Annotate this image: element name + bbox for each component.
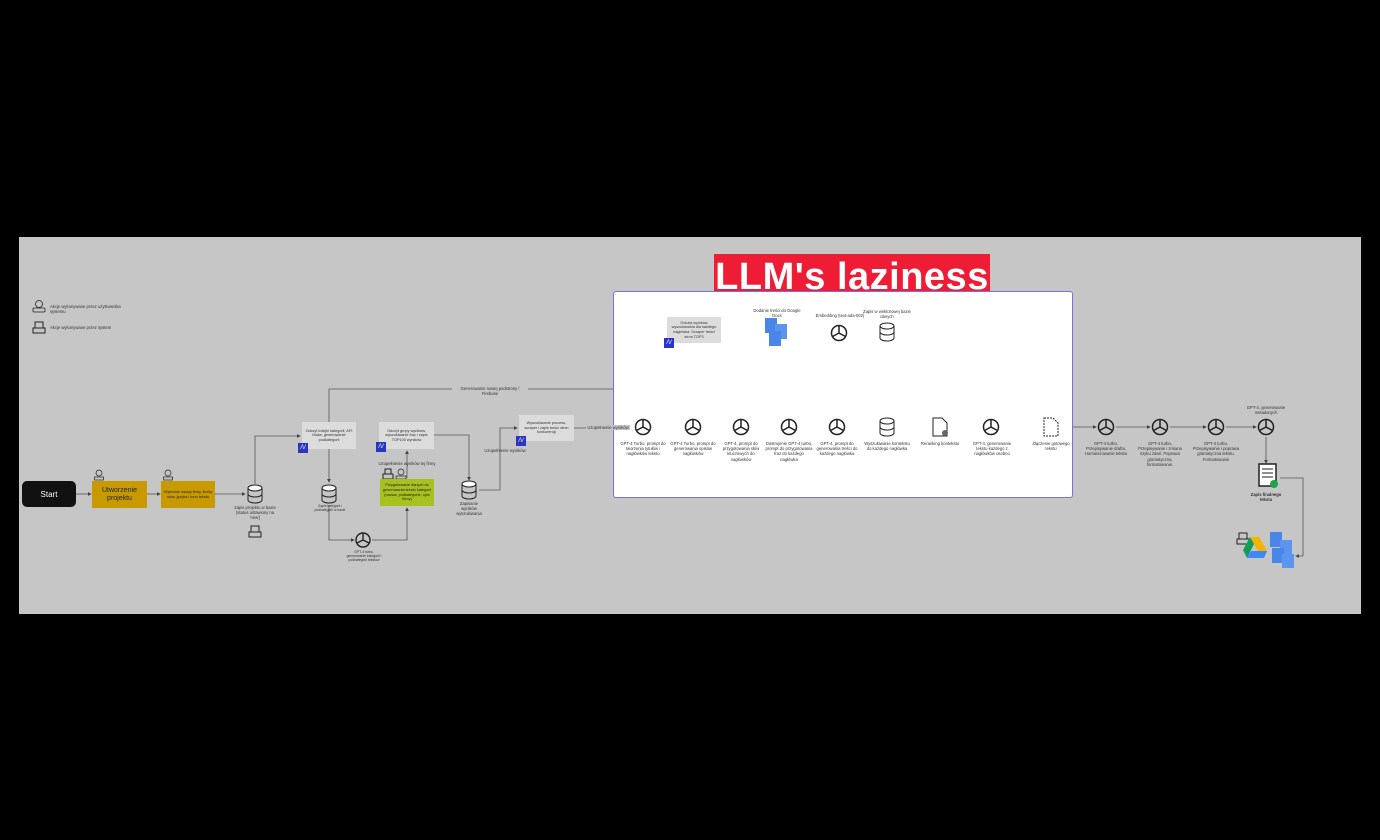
- database-icon: [879, 417, 895, 437]
- robot-icon: [32, 321, 46, 334]
- gpt-step-label: Dostrojenie GPT-4 turbo, prompt do przyg…: [765, 441, 813, 462]
- gpt-step-label: GPT-4, prompt do generowania treści do k…: [816, 441, 858, 457]
- robot-icon: [248, 525, 262, 538]
- file-icon: [1043, 417, 1059, 437]
- choose-company-step[interactable]: Wybranie nazwy firmy, liczby słów, język…: [161, 481, 215, 508]
- start-node[interactable]: Start: [22, 481, 76, 507]
- google-docs-icon: [765, 318, 787, 346]
- into-panel-label: Uzupełnienie wyników: [586, 425, 630, 431]
- openai-icon: [1096, 417, 1116, 442]
- openai-icon: [731, 417, 751, 442]
- make-categories-step[interactable]: Odczyt kolejki kategorii, API Make, gene…: [302, 422, 356, 449]
- gpt-step-label: GPT-4, prompt do przygotowania słów kluc…: [722, 441, 760, 462]
- database-icon: [321, 484, 337, 504]
- final-save-label: Zapis finalnego tekstu: [1250, 492, 1282, 503]
- top-line-label: Generowanie nowej podstrony / Firebase: [452, 386, 528, 397]
- user-icon: [32, 300, 46, 313]
- make-search-step[interactable]: Odczyt wyników wyszukiwania dla każdego …: [667, 317, 721, 343]
- reranking-label: Reranking kontekstu: [920, 441, 960, 446]
- post-step-label: GPT-4 turbo, Przepisywanie i zmiana szyk…: [1138, 441, 1182, 467]
- supplement-label: Uzupełnienie wyników tej firmy: [378, 461, 436, 466]
- prepare-data-step[interactable]: Przygotowanie danych do generowania teks…: [380, 479, 434, 506]
- make-logo-icon: /\/: [516, 436, 526, 446]
- gpt-step-label: GPT-4 Turbo, prompt do generowania opisó…: [670, 441, 716, 457]
- gdocs-label: Dodanie treści do Google Docs: [753, 308, 801, 319]
- supplement-results-label: Uzupełnienie wyników: [484, 448, 526, 453]
- google-docs-icon: [1270, 532, 1294, 568]
- merge-label: Złączenie gotowego tekstu: [1032, 441, 1070, 452]
- legend-system-label: Akcje wykonywane przez system: [50, 325, 112, 330]
- make-logo-icon: /\/: [376, 442, 386, 452]
- save-results-label: Zapisanie wyników wyszukiwania: [456, 501, 482, 517]
- save-categories-label: Zapis kategorii i podkategorii w bazie: [314, 504, 346, 513]
- openai-icon: [683, 417, 703, 442]
- metadata-label: GPT-4, generowanie metadanych: [1246, 405, 1286, 416]
- google-drive-icon: [1243, 537, 1267, 558]
- post-step-label: GPT-4 turbo, Przepisywanie i poprawa gra…: [1192, 441, 1240, 462]
- vector-search-label: Wyszukiwanie kontekstu do każdego nagłów…: [864, 441, 910, 452]
- openai-icon: [1256, 417, 1276, 442]
- make-process-step[interactable]: Wyszukiwanie procesu, scraper i zapis tr…: [519, 415, 574, 441]
- database-icon: [247, 484, 263, 504]
- make-logo-icon: /\/: [664, 338, 674, 348]
- openai-icon: [355, 532, 371, 548]
- openai-icon: [633, 417, 653, 442]
- openai-icon: [1206, 417, 1226, 442]
- user-icon: [94, 469, 104, 481]
- gpt-write-label: GPT-4, generowanie tekstu każdego z nagł…: [972, 441, 1012, 457]
- user-icon: [163, 469, 173, 481]
- openai-icon: [830, 324, 848, 342]
- make-logo-icon: /\/: [298, 443, 308, 453]
- gpt-categories-label: GPT-4 turbo, generowanie kategorii i pod…: [346, 550, 382, 563]
- embedding-label: Embedding (text-ada-002): [815, 313, 865, 318]
- make-groups-step[interactable]: Odczyt grupy wyników, wyszukiwanie fraz …: [379, 422, 434, 449]
- gpt-step-label: GPT-4 Turbo, prompt do tworzenia tytułów…: [620, 441, 666, 457]
- openai-icon: [982, 418, 1000, 436]
- legend-user-label: Akcje wykonywane przez użytkownika syste…: [50, 304, 121, 315]
- post-step-label: GPT-4 turbo, Przepisywanie drafta, Human…: [1084, 441, 1128, 457]
- openai-icon: [1150, 417, 1170, 442]
- database-icon: [879, 322, 895, 342]
- vector-save-label: Zapis w wektorowej bazie danych: [863, 309, 911, 320]
- document-check-icon: [932, 417, 948, 437]
- database-icon: [461, 480, 477, 500]
- document-approved-icon: [1258, 463, 1278, 488]
- create-project-step[interactable]: Utworzenie projektu: [92, 481, 147, 508]
- openai-icon: [779, 417, 799, 442]
- save-project-label: Zapis projektu w bazie (status ustawiony…: [234, 505, 276, 521]
- openai-icon: [827, 417, 847, 442]
